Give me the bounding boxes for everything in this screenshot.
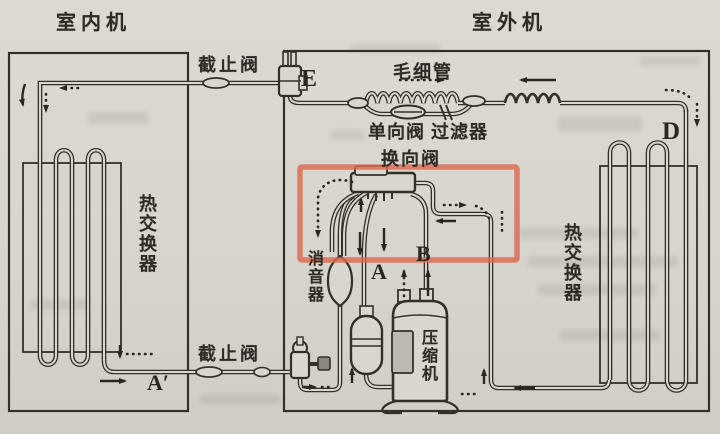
reversing-valve-highlight-box — [297, 164, 520, 263]
flare-fitting — [462, 95, 486, 107]
point-b-label: B — [416, 241, 431, 266]
stop-valve-bottom-label: 截止阀 — [198, 344, 261, 364]
indoor-heat-exchanger-label: 热交换器 — [137, 194, 157, 274]
stop-valve-top — [277, 51, 308, 98]
outdoor-unit-box — [282, 49, 711, 413]
point-a-prime-label: A′ — [147, 370, 170, 395]
print-bleed-smudge — [200, 394, 280, 404]
compressor-body — [381, 288, 459, 415]
point-d-label: D — [662, 118, 681, 145]
filter — [439, 104, 453, 121]
unit-boxes — [7, 49, 711, 413]
print-bleed-smudge — [330, 130, 364, 140]
print-bleed-smudge — [640, 56, 700, 66]
one-way-valve — [390, 104, 426, 120]
refrigerant-pipes — [40, 83, 686, 391]
point-a-label: A — [371, 259, 387, 284]
indoor-unit-title: 室内机 — [56, 12, 131, 34]
outdoor-unit-title: 室外机 — [472, 12, 547, 34]
flow-arrows-dotted — [43, 77, 700, 396]
flare-fitting — [195, 366, 223, 378]
print-bleed-smudge — [528, 256, 678, 267]
capillary-tube-label: 毛细管 — [393, 62, 453, 82]
reversing-valve-label: 换向阀 — [381, 149, 441, 169]
capillary-coil-2 — [503, 92, 562, 104]
flare-fitting — [202, 77, 230, 89]
print-bleed-smudge — [558, 116, 642, 132]
compressor-label: 压缩机 — [419, 329, 436, 383]
muffler-body — [326, 254, 354, 308]
print-bleed-smudge — [538, 284, 656, 295]
print-bleed-smudge — [88, 112, 148, 124]
accumulator — [349, 305, 384, 376]
print-bleed-smudge — [518, 228, 638, 239]
check-valve-filter-label: 单向阀 过滤器 — [368, 122, 489, 142]
flare-fitting — [347, 97, 369, 109]
point-e-label: E — [301, 66, 318, 92]
stop-valve-top-label: 截止阀 — [198, 55, 261, 75]
outdoor-heat-exchanger-label: 热交换器 — [562, 223, 582, 303]
print-bleed-smudge — [30, 300, 90, 310]
flow-arrows-solid — [18, 77, 556, 391]
flare-fittings — [195, 77, 486, 378]
indoor-unit-box — [7, 51, 190, 413]
stop-valve-bottom — [289, 336, 331, 380]
print-bleed-smudge — [350, 44, 440, 52]
muffler-label: 消音器 — [305, 250, 322, 304]
flare-fitting — [253, 366, 271, 378]
compressor-feet — [381, 399, 459, 415]
